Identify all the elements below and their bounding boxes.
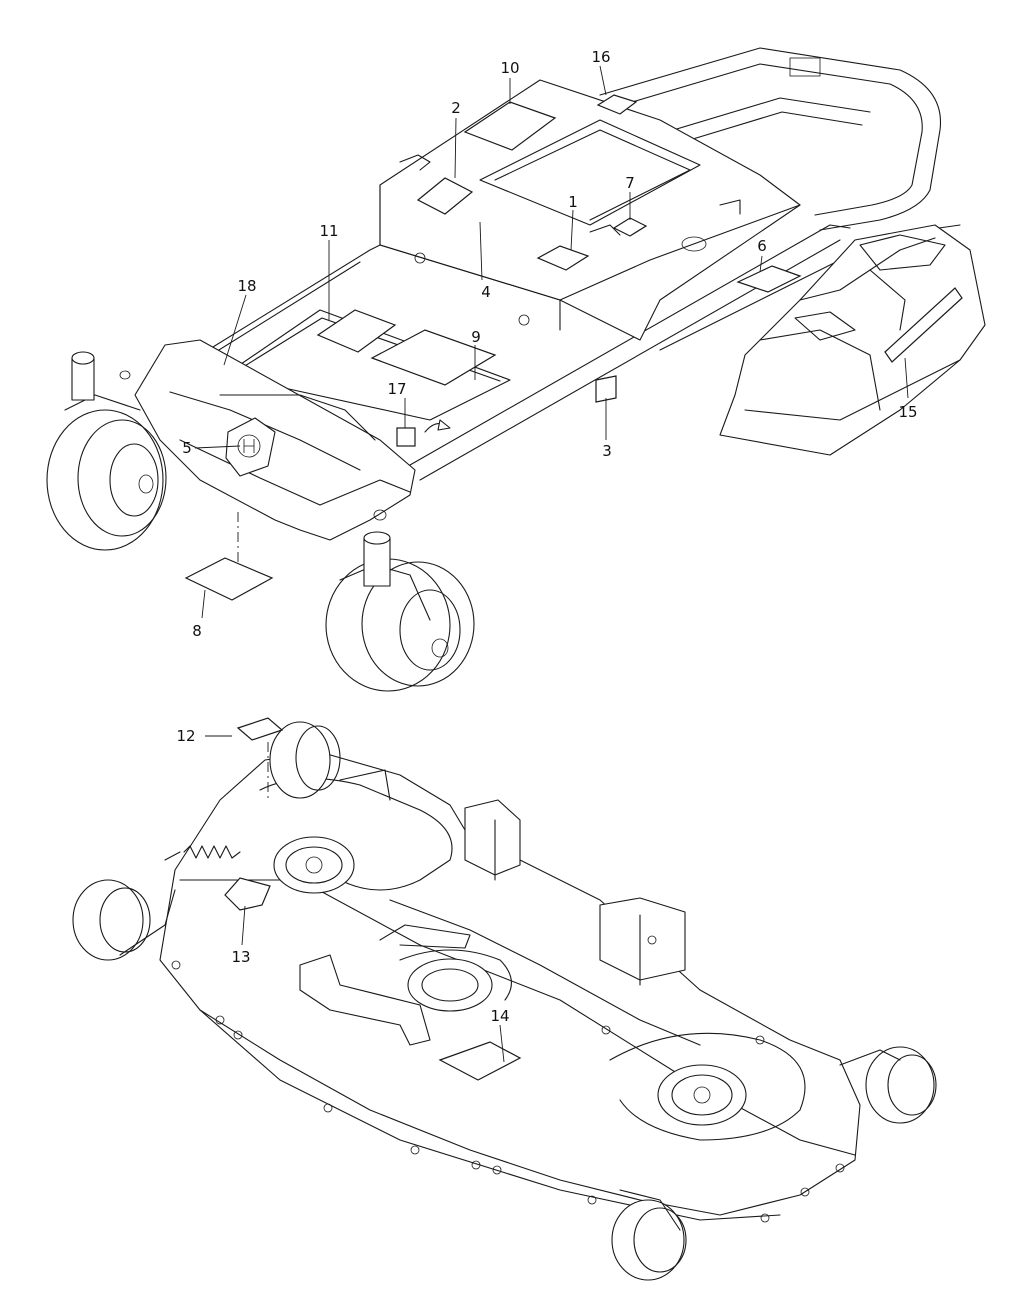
- callout-6: 6: [757, 237, 767, 255]
- callout-5: 5: [182, 439, 192, 457]
- mower-deck-assembly: [72, 717, 937, 1281]
- decal-17: [396, 427, 416, 447]
- callout-labels: 1 2 3 4 5 6 7 8 9 10 11 12 13 14 15 16 1…: [176, 48, 917, 1025]
- callout-17: 17: [387, 380, 406, 398]
- callout-10: 10: [500, 59, 519, 77]
- callout-4: 4: [481, 283, 491, 301]
- callout-7: 7: [625, 174, 635, 192]
- front-hood: [134, 339, 416, 541]
- callout-18: 18: [237, 277, 256, 295]
- decal-8: [184, 557, 274, 601]
- callout-13: 13: [231, 948, 250, 966]
- right-fender-console: [719, 224, 986, 456]
- callout-12: 12: [176, 727, 195, 745]
- callout-11: 11: [319, 222, 338, 240]
- decal-3: [595, 375, 617, 403]
- callout-16: 16: [591, 48, 610, 66]
- deck-decals: [224, 717, 522, 1081]
- frame-decals: [316, 94, 963, 447]
- decal-2: [416, 177, 474, 215]
- mower-frame-assembly: [46, 47, 986, 692]
- decal-8-group: [184, 512, 274, 601]
- deck-gauge-wheels: [72, 721, 937, 1281]
- decal-14: [438, 1041, 522, 1081]
- decal-9: [370, 329, 497, 386]
- spindle-housings: [273, 836, 747, 1126]
- decal-10: [463, 101, 557, 151]
- decal-7: [612, 217, 648, 237]
- callout-14: 14: [490, 1007, 509, 1025]
- decal-1: [536, 245, 590, 271]
- decal-12: [236, 717, 284, 741]
- decal-11: [316, 309, 397, 353]
- decal-15: [884, 287, 963, 363]
- callout-8: 8: [192, 622, 202, 640]
- decal-16: [596, 94, 638, 115]
- upper-leader-lines: [194, 65, 909, 619]
- deck-rim-bolts: [171, 935, 845, 1223]
- right-front-wheel: [325, 509, 475, 692]
- left-front-wheel: [46, 351, 167, 551]
- callout-2: 2: [451, 99, 461, 117]
- callout-3: 3: [602, 442, 612, 460]
- callout-1: 1: [568, 193, 578, 211]
- tension-spring: [164, 845, 241, 861]
- decal-13: [224, 877, 271, 911]
- decal-6: [736, 265, 802, 293]
- brand-logo: [225, 417, 276, 477]
- deck-brackets: [299, 799, 686, 1046]
- lower-leader-lines: [205, 735, 505, 1063]
- callout-9: 9: [471, 328, 481, 346]
- callout-15: 15: [898, 403, 917, 421]
- seat-pan-housing: [379, 79, 801, 341]
